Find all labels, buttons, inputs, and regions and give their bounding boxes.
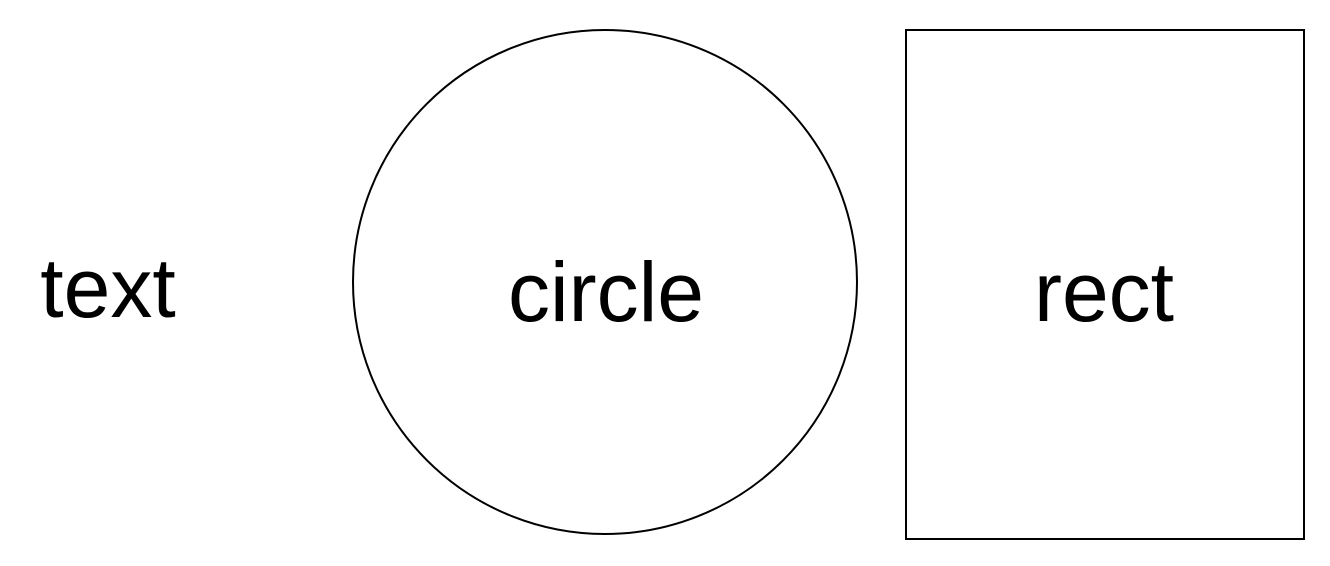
rect-shape — [905, 29, 1305, 540]
circle-shape — [352, 29, 858, 535]
rect-label: rect — [1033, 245, 1175, 339]
circle-label: circle — [507, 245, 705, 339]
text-label: text — [40, 241, 176, 335]
